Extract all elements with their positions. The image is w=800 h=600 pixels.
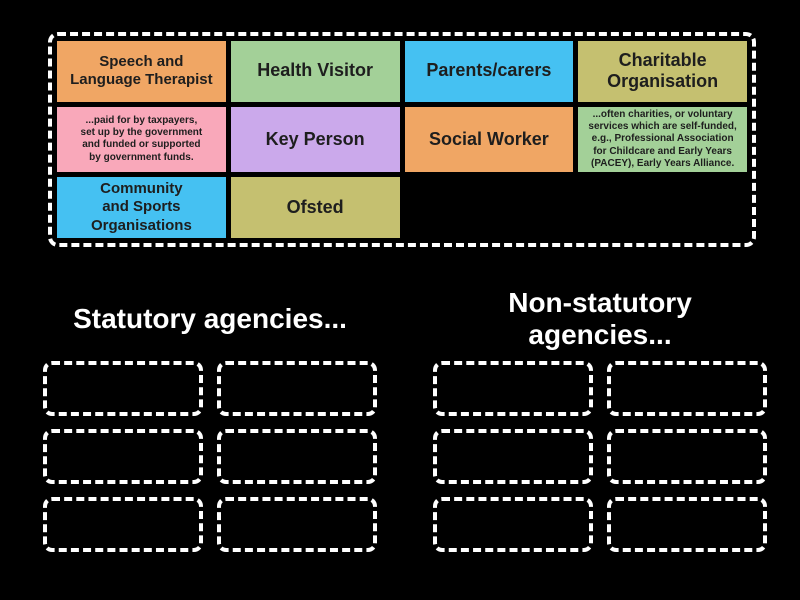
card-social-worker[interactable]: Social Worker (404, 106, 574, 173)
group-non-statutory: Non-statutory agencies... (418, 283, 782, 552)
drop-slot[interactable] (607, 497, 767, 552)
card-charitable-organisation[interactable]: Charitable Organisation (578, 41, 747, 102)
drop-slot[interactable] (433, 497, 593, 552)
group-statutory-header: Statutory agencies... (28, 283, 392, 355)
empty-tray-cell (578, 177, 747, 238)
card-key-person[interactable]: Key Person (230, 106, 400, 173)
card-community-sports-organisations[interactable]: Community and Sports Organisations (57, 177, 226, 238)
drop-slot[interactable] (217, 361, 377, 416)
drop-slot[interactable] (433, 429, 593, 484)
drop-slot[interactable] (43, 361, 203, 416)
drop-slot[interactable] (43, 429, 203, 484)
drop-slot[interactable] (607, 429, 767, 484)
group-statutory-title: Statutory agencies... (73, 302, 347, 334)
group-non-statutory-title: Non-statutory agencies... (508, 286, 692, 350)
drop-slot[interactable] (217, 497, 377, 552)
card-speech-language-therapist[interactable]: Speech and Language Therapist (57, 41, 226, 102)
card-tray-grid: Speech and Language Therapist Health Vis… (57, 41, 747, 238)
card-statutory-definition[interactable]: ...paid for by taxpayers, set up by the … (57, 106, 226, 173)
drop-slot[interactable] (607, 361, 767, 416)
card-parents-carers[interactable]: Parents/carers (404, 41, 574, 102)
card-non-statutory-definition[interactable]: ...often charities, or voluntary service… (578, 106, 747, 173)
group-non-statutory-slots (418, 361, 782, 552)
group-statutory: Statutory agencies... (28, 283, 392, 552)
group-statutory-slots (28, 361, 392, 552)
card-health-visitor[interactable]: Health Visitor (230, 41, 400, 102)
card-ofsted[interactable]: Ofsted (230, 177, 400, 238)
drop-slot[interactable] (43, 497, 203, 552)
drop-slot[interactable] (433, 361, 593, 416)
drop-slot[interactable] (217, 429, 377, 484)
card-tray: Speech and Language Therapist Health Vis… (48, 32, 756, 247)
empty-tray-cell (405, 177, 574, 238)
group-non-statutory-header: Non-statutory agencies... (418, 283, 782, 355)
